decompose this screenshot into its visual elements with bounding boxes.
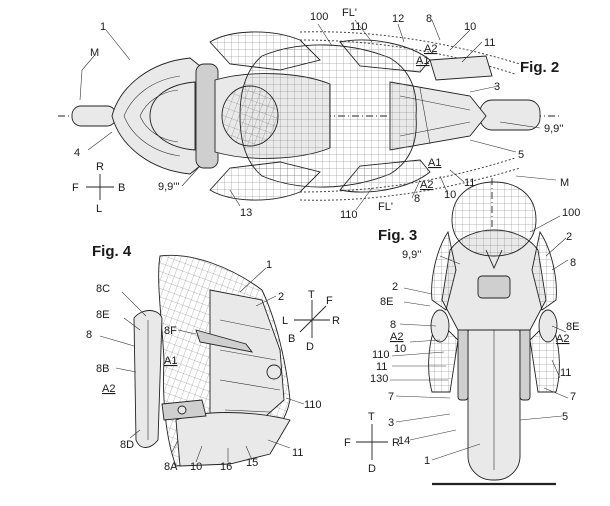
svg-text:L: L (96, 203, 102, 215)
fig3-label: 1 (424, 455, 430, 467)
fig2-label: A2 (424, 43, 437, 55)
fig2-label: 12 (392, 13, 404, 25)
svg-text:B: B (288, 333, 295, 345)
fig3-label: 10 (394, 343, 406, 355)
fig4-label: 8C (96, 283, 110, 295)
front-fairing (112, 58, 205, 174)
fig2-label: 9,9'' (544, 123, 564, 135)
fig4-label: A1 (164, 355, 177, 367)
figure-3: M 100 2 9,9'' 8 2 8E 8 A2 10 110 11 130 … (344, 176, 580, 484)
svg-text:D: D (368, 463, 376, 475)
fig3-label: 100 (562, 207, 580, 219)
fig2-label: 5 (518, 149, 524, 161)
svg-text:R: R (96, 161, 104, 173)
fig2-label: 110 (340, 209, 358, 221)
svg-text:D: D (306, 341, 314, 353)
rider-helmet (222, 86, 278, 146)
fig3-label: M (560, 177, 569, 189)
fig4-label: 8E (96, 309, 109, 321)
fig2-label: 9,9''' (158, 181, 180, 193)
fig2-label: 3 (494, 81, 500, 93)
fig2-label: FL' (378, 201, 393, 213)
fig2-label: 10 (464, 21, 476, 33)
svg-text:F: F (72, 182, 79, 194)
fig3-label: 2 (566, 231, 572, 243)
fig2-label: 10 (444, 189, 456, 201)
fig3-label: 5 (562, 411, 568, 423)
fig3-label: A2 (556, 333, 569, 345)
fig3-title: Fig. 3 (378, 227, 417, 244)
fig4-label: 2 (278, 291, 284, 303)
svg-text:R: R (332, 315, 340, 327)
fig2-label: M (90, 47, 99, 59)
fig4-label: 11 (292, 447, 303, 459)
fig3-label: 7 (388, 391, 394, 403)
fig3-label: A2 (390, 331, 403, 343)
rider-arm-lower (210, 162, 320, 200)
fig4-label: 110 (304, 399, 322, 411)
rear-wheel (480, 100, 540, 130)
svg-text:B: B (118, 182, 125, 194)
fig3-label: 8 (390, 319, 396, 331)
fig2-label: 11 (484, 37, 495, 49)
fig3-label: 8E (380, 296, 393, 308)
fig4-label: 1 (266, 259, 272, 271)
fig4-label: 8 (86, 329, 92, 341)
fig4-label: 10 (190, 461, 202, 473)
rider-helmet-fig3 (452, 182, 536, 256)
fig3-label: 110 (372, 349, 390, 361)
fig4-label: 8B (96, 363, 109, 375)
fig3-label: 9,9'' (402, 249, 422, 261)
fig4-label: A2 (102, 383, 115, 395)
exhaust (430, 56, 492, 80)
svg-text:R: R (392, 437, 400, 449)
front-wheel (72, 106, 116, 126)
svg-text:T: T (308, 289, 315, 301)
fig4-title: Fig. 4 (92, 243, 132, 260)
fig2-label: 8 (426, 13, 432, 25)
fig3-label: 11 (376, 361, 387, 373)
fig2-label: 4 (74, 147, 80, 159)
fig2-label: 8 (414, 193, 420, 205)
figure-4: 1 2 8C 8E 8F 8 8B A1 A2 8D 8A 10 16 15 1… (86, 243, 340, 473)
fig4-label: 8A (164, 461, 178, 473)
fig3-label: 8E (566, 321, 579, 333)
fig3-label: 8 (570, 257, 576, 269)
inner-panel-fig4 (210, 290, 284, 430)
fig2-label: FL' (342, 7, 357, 19)
fig4-label: 16 (220, 461, 232, 473)
fig3-label: 3 (388, 417, 394, 429)
fig3-label: 11 (560, 367, 571, 379)
fig2-label: 1 (100, 21, 106, 33)
fig2-label: A1 (428, 157, 441, 169)
lower-fairing-fig4 (176, 413, 290, 467)
fig3-label: 130 (370, 373, 388, 385)
fig4-label: 8F (164, 325, 177, 337)
fig2-label: A2 (420, 179, 433, 191)
fig2-label: 100 (310, 11, 328, 23)
fig2-label: 110 (350, 21, 368, 33)
fig3-label: 2 (392, 281, 398, 293)
fig2-label: A1 (416, 55, 429, 67)
direction-indicator-fig2: R F B L (72, 161, 125, 215)
fig2-label: 13 (240, 207, 252, 219)
svg-text:T: T (368, 411, 375, 423)
fig4-label: 15 (246, 457, 258, 469)
svg-text:F: F (344, 437, 351, 449)
fig3-label: 7 (570, 391, 576, 403)
fig2-title: Fig. 2 (520, 59, 559, 76)
rider-arm-upper (210, 32, 320, 70)
fig4-label: 8D (120, 439, 134, 451)
direction-indicator-fig4: T F L R B D (282, 289, 340, 353)
svg-text:F: F (326, 295, 333, 307)
svg-text:L: L (282, 315, 288, 327)
